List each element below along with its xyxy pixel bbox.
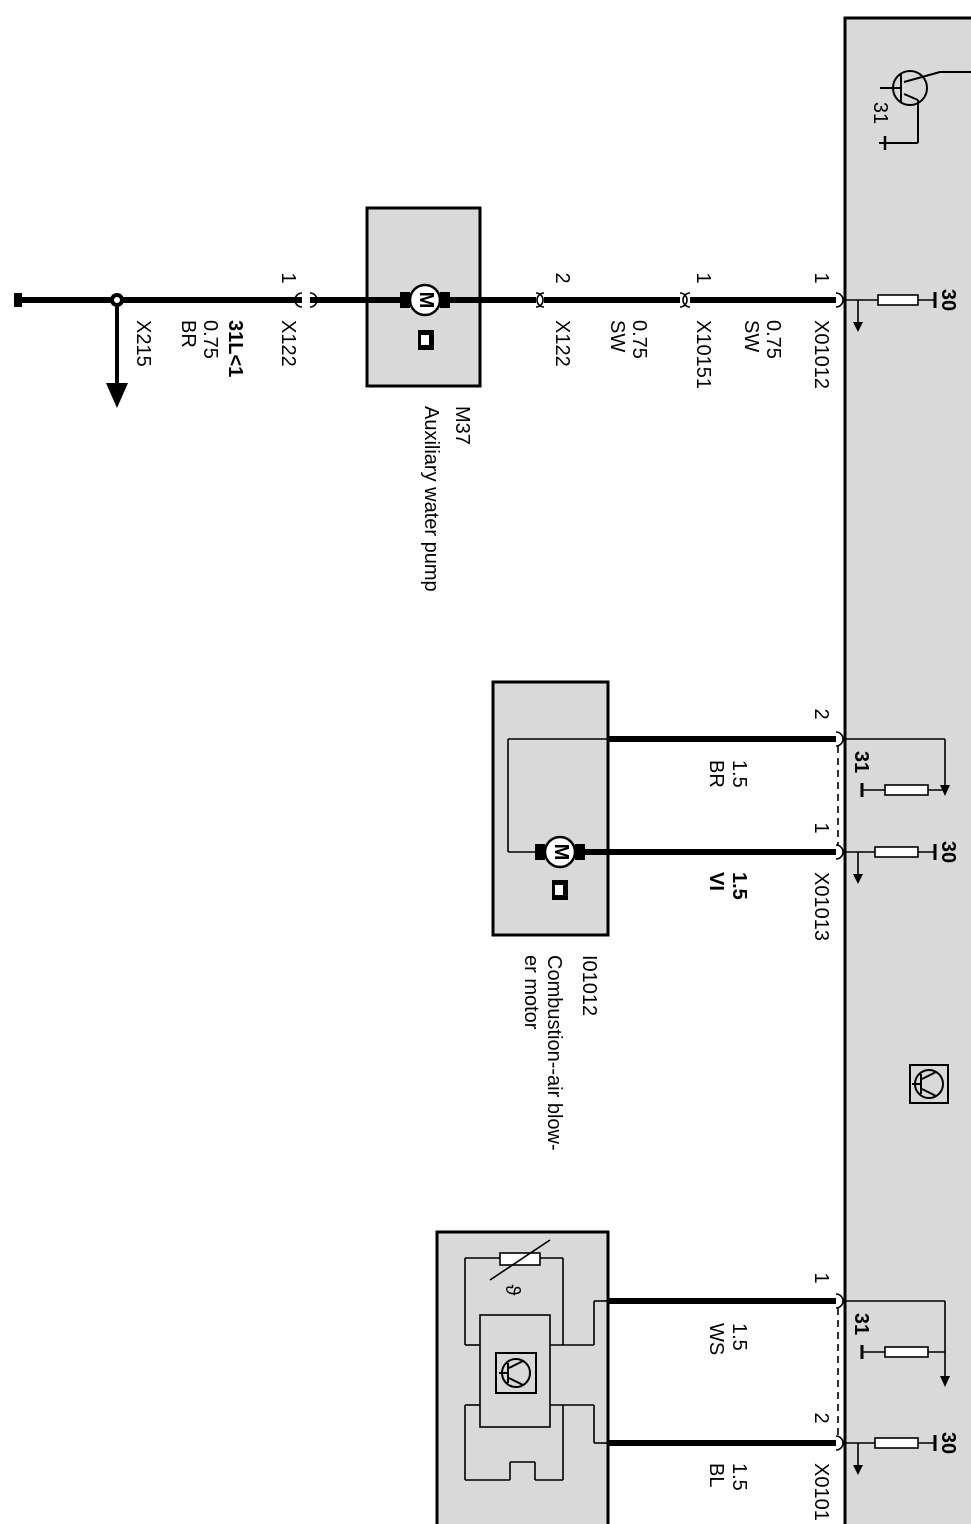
wire5-size: 1.5 — [728, 872, 750, 900]
wire4-color: BR — [705, 760, 727, 788]
x01013-pin2-label: 2 — [810, 708, 832, 719]
x122-plug-2 — [535, 292, 544, 308]
m37-name: Auxiliary water pump — [420, 406, 442, 592]
blower-connector-icon — [552, 880, 568, 900]
x0101-pin2-label: 2 — [810, 1412, 832, 1423]
sensor-transistor-icon — [495, 1352, 537, 1394]
wire6-color: WS — [705, 1323, 727, 1355]
blower-component-box — [491, 680, 610, 937]
wire5-color: VI — [705, 872, 727, 891]
x10151-connector-label: X10151 — [692, 320, 714, 389]
x01012-connector-label: X01012 — [810, 320, 832, 389]
control-unit-panel — [843, 16, 971, 1524]
wire1-size: 0.75 — [762, 320, 784, 359]
terminal-31-label-1: 31 — [850, 751, 872, 773]
m37-motor-icon — [400, 283, 450, 317]
x0101-pin1-label: 1 — [810, 1272, 832, 1283]
terminal-31-label-2: 31 — [850, 1313, 872, 1335]
x01013-connector-label: X01013 — [810, 872, 832, 941]
x10151-socket — [682, 292, 691, 308]
sensor-theta-symbol: ϑ — [501, 1285, 523, 1296]
wire1-color: SW — [740, 320, 762, 352]
x01012-socket — [835, 292, 844, 308]
terminal-30-supply-1 — [845, 292, 937, 332]
wire2-color: SW — [606, 320, 628, 352]
blower-motor-symbol: M — [550, 844, 572, 861]
temperature-sensor-icon — [489, 1239, 551, 1281]
wire7-color: BL — [705, 1463, 727, 1487]
blower-name-line2: er motor — [520, 955, 542, 1030]
x122-connector-label-b: X122 — [277, 320, 299, 367]
x215-connector-label: X215 — [132, 320, 154, 367]
x215-arrow-icon — [106, 383, 128, 408]
terminal-30-label-3: 30 — [937, 1432, 959, 1454]
blower-id: I01012 — [578, 955, 600, 1016]
transistor-ground-label: 31 — [869, 102, 891, 124]
terminal-30-supply-2 — [845, 844, 937, 884]
terminal-30-label-2: 30 — [937, 841, 959, 863]
terminal-30-supply-3 — [845, 1435, 937, 1475]
blower-name-line1: Combustion--air blow- — [543, 955, 565, 1151]
wire7-size: 1.5 — [728, 1463, 750, 1491]
x0101-connector-label: X0101 — [810, 1463, 832, 1521]
x122-socket-2 — [536, 292, 545, 308]
blower-motor-icon — [535, 835, 585, 869]
x10151-plug — [679, 292, 688, 308]
wire3-color: BR — [177, 320, 199, 348]
x0101-socket-2 — [835, 1435, 844, 1451]
wire3-size: 0.75 — [199, 320, 221, 359]
x01013-pin1-label: 1 — [810, 822, 832, 833]
m37-motor-symbol: M — [415, 292, 437, 309]
control-unit-transistor-icon — [909, 1064, 949, 1104]
output-transistor-icon — [879, 70, 971, 150]
wire2-size: 0.75 — [628, 320, 650, 359]
terminal-31-ground-2 — [845, 1300, 950, 1387]
terminal-31-ground-1 — [845, 738, 950, 797]
x01012-pin-label: 1 — [810, 272, 832, 283]
m37-connector-icon — [418, 330, 434, 350]
x01013-socket-1 — [835, 844, 844, 860]
x122-plug-1 — [309, 292, 318, 308]
x122-pin1-label: 1 — [277, 272, 299, 283]
x10151-pin-label: 1 — [692, 272, 714, 283]
x122-pin2-label: 2 — [551, 272, 573, 283]
wire3-ground: 31L<1 — [224, 320, 246, 377]
x122-connector-label-a: X122 — [551, 320, 573, 367]
wire4-size: 1.5 — [728, 760, 750, 788]
m37-id: M37 — [451, 406, 473, 445]
ground-wire-end — [14, 293, 22, 307]
x01013-socket-2 — [835, 731, 844, 747]
terminal-30-label-1: 30 — [937, 289, 959, 311]
wire6-size: 1.5 — [728, 1323, 750, 1351]
x0101-socket-1 — [835, 1293, 844, 1309]
